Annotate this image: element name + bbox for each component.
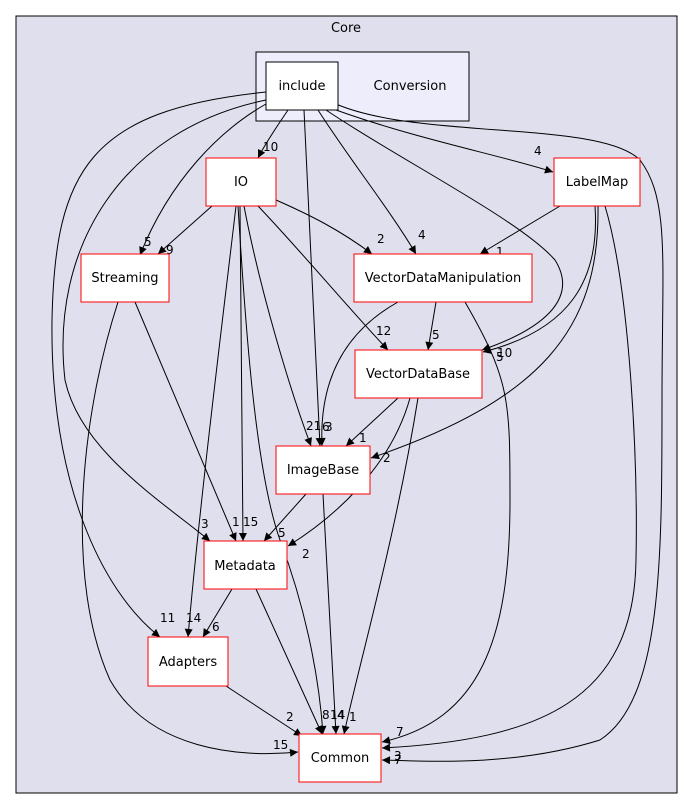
node-label: Streaming — [91, 271, 158, 286]
edge-vdb-common — [341, 397, 419, 735]
edge-vdm-imagebase — [317, 301, 399, 447]
edge-vdm-common — [381, 301, 511, 745]
edge-metadata-common — [255, 588, 323, 735]
edge-label: 12 — [376, 324, 391, 338]
edge-label: 14 — [330, 708, 345, 722]
edge-labelmap-imagebase — [370, 205, 599, 460]
edge-io-metadata — [238, 205, 247, 542]
node-label: ImageBase — [287, 463, 359, 478]
edge-include-vdm — [317, 109, 417, 255]
core-cluster-label: Core — [331, 21, 361, 36]
edge-label: 2 — [383, 451, 391, 465]
edge-include-adapters — [51, 91, 267, 638]
edge-include-common — [335, 103, 664, 765]
edge-label: 1 — [359, 431, 367, 445]
edge-label: 5 — [496, 350, 504, 364]
edge-io-vdb — [257, 205, 389, 351]
node-label: VectorDataManipulation — [365, 271, 521, 286]
conversion-cluster-label[interactable]: Conversion — [374, 79, 447, 94]
edge-label: 21 — [306, 419, 321, 433]
edge-label: 14 — [186, 611, 201, 625]
edge-labelmap-vdb — [482, 205, 597, 354]
edge-adapters-common — [225, 685, 303, 737]
edge-io-vdm — [275, 199, 373, 255]
node-labelmap[interactable]: LabelMap — [553, 157, 641, 207]
edge-io-common — [237, 205, 327, 735]
edge-label: 10 — [497, 346, 512, 360]
edge-include-streaming — [139, 103, 267, 256]
edge-label: 1 — [349, 710, 357, 724]
edge-label: 2 — [302, 547, 310, 561]
node-label: Adapters — [159, 655, 218, 670]
edge-label: 6 — [322, 420, 330, 434]
edge-label: 3 — [394, 749, 402, 763]
core-cluster — [15, 15, 678, 794]
edge-labelmap-vdm — [479, 205, 561, 255]
node-io[interactable]: IO — [205, 157, 277, 207]
node-common[interactable]: Common — [298, 733, 382, 783]
edges — [51, 91, 664, 765]
edge-label: 7 — [396, 725, 404, 739]
edge-label: 15 — [273, 738, 288, 752]
edge-label: 4 — [418, 228, 426, 242]
edge-include-labelmap — [335, 109, 554, 174]
edge-label: 5 — [278, 526, 286, 540]
node-adapters[interactable]: Adapters — [147, 636, 229, 687]
edge-io-adapters — [184, 205, 237, 638]
edge-include-vdb — [325, 109, 564, 352]
edge-vdm-vdb — [425, 301, 437, 351]
edge-label: 4 — [534, 144, 542, 158]
edge-labels: 10 4 5 4 3 11 7 9 2 12 21 15 14 8 1 10 3… — [144, 140, 542, 767]
node-include[interactable]: include — [265, 61, 339, 111]
edge-label: 5 — [144, 235, 152, 249]
edge-label: 8 — [322, 708, 330, 722]
edge-label: 2 — [377, 232, 385, 246]
edge-io-imagebase — [243, 205, 312, 447]
edge-label: 15 — [243, 515, 258, 529]
edge-label: 1 — [232, 515, 240, 529]
node-label: LabelMap — [566, 175, 629, 190]
edge-include-imagebase — [303, 109, 324, 447]
edge-imagebase-metadata — [263, 493, 307, 542]
node-label: Common — [311, 751, 370, 766]
edge-label: 2 — [286, 710, 294, 724]
edge-label: 3 — [201, 517, 209, 531]
edge-streaming-metadata — [134, 301, 237, 542]
edge-label: 4 — [337, 708, 345, 722]
edge-streaming-common — [81, 301, 299, 757]
node-label: include — [278, 79, 325, 94]
edge-io-streaming — [157, 205, 213, 255]
edge-include-io — [257, 109, 289, 159]
node-label: IO — [234, 175, 248, 190]
edge-label: 11 — [160, 611, 175, 625]
edge-label: 9 — [166, 243, 174, 257]
node-imagebase[interactable]: ImageBase — [275, 445, 371, 495]
node-vectordatabase[interactable]: VectorDataBase — [354, 349, 483, 399]
edge-label: 7 — [394, 753, 402, 767]
node-vectordatamanipulation[interactable]: VectorDataManipulation — [353, 253, 533, 303]
edge-label: 1 — [496, 245, 504, 259]
node-label: Metadata — [214, 559, 276, 574]
edge-label: 3 — [325, 420, 333, 434]
edge-label: 6 — [212, 620, 220, 634]
edge-metadata-adapters — [202, 588, 233, 638]
edge-label: 5 — [432, 328, 440, 342]
edge-vdb-imagebase — [345, 397, 399, 447]
node-streaming[interactable]: Streaming — [80, 253, 170, 303]
edge-imagebase-common — [322, 493, 340, 735]
edge-labelmap-common — [381, 205, 637, 752]
node-label: VectorDataBase — [366, 367, 470, 382]
node-metadata[interactable]: Metadata — [203, 540, 288, 590]
edge-include-metadata — [62, 99, 267, 542]
edge-label: 10 — [263, 140, 278, 154]
